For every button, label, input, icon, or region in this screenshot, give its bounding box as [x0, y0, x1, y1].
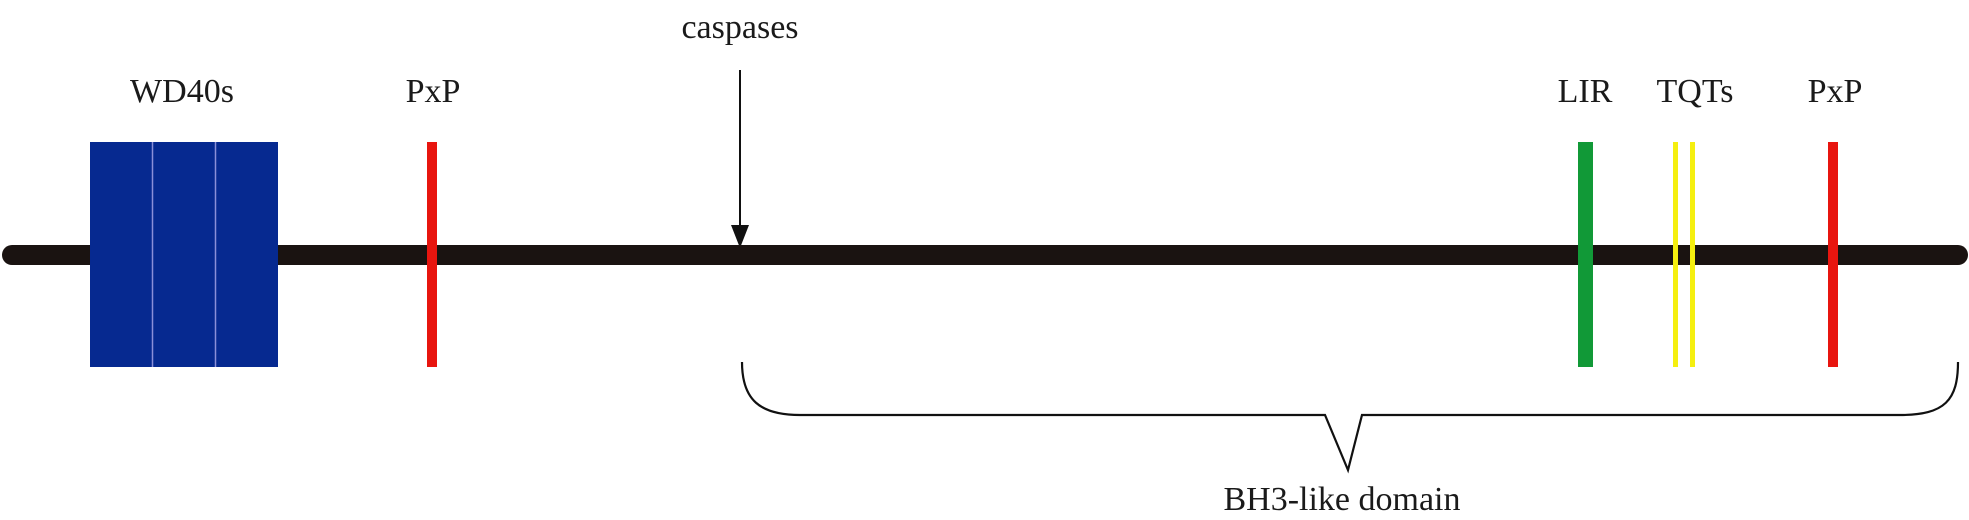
- caspases-label: caspases: [681, 9, 798, 46]
- lir-bar: [1578, 142, 1593, 367]
- pxp-left-label: PxP: [406, 73, 461, 110]
- wd40-block-3: [216, 142, 278, 367]
- pxp-right-label: PxP: [1808, 73, 1863, 110]
- wd40-block-1: [90, 142, 152, 367]
- wd40s-label: WD40s: [130, 73, 234, 110]
- wd40-domain: [90, 142, 278, 367]
- lir-label: LIR: [1558, 73, 1613, 110]
- bh3-domain-brace: [740, 361, 1960, 474]
- pxp-left-bar: [427, 142, 437, 367]
- pxp-right-bar: [1828, 142, 1838, 367]
- tqts-label: TQTs: [1657, 73, 1734, 110]
- bh3-domain-label: BH3-like domain: [1223, 481, 1460, 518]
- tqt-bar-2: [1690, 142, 1695, 367]
- caspase-arrow-head: [731, 225, 749, 248]
- wd40-block-2: [153, 142, 215, 367]
- tqt-bar-1: [1673, 142, 1678, 367]
